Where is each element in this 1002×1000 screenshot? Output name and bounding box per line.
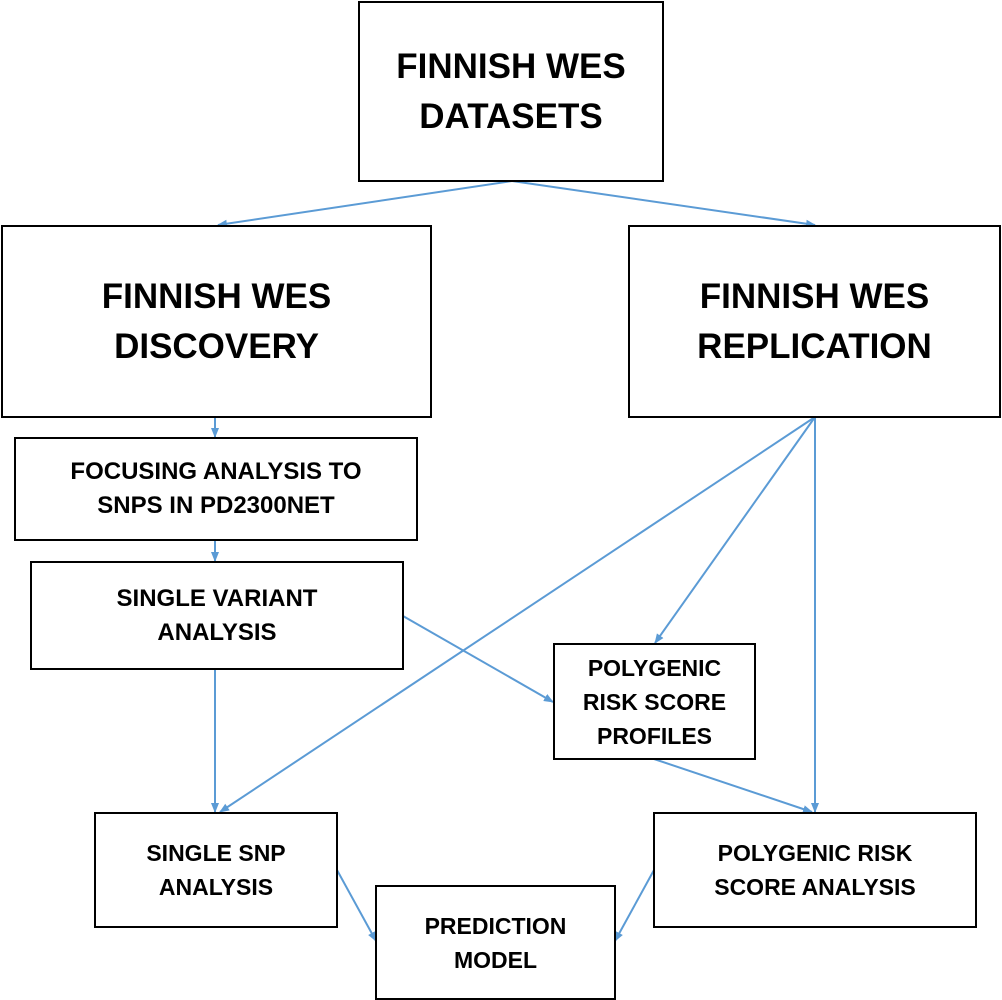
edge-datasets-to-replication xyxy=(511,180,816,228)
edge-replication-to-single-snp xyxy=(219,416,816,813)
edge-single-snp-to-prediction xyxy=(336,869,377,942)
edge-prs-analysis-to-prediction xyxy=(614,869,655,942)
node-label: PREDICTION MODEL xyxy=(424,912,567,973)
node-label: FINNISH WES DISCOVERY xyxy=(101,276,332,366)
edge-replication-to-prs-profiles xyxy=(654,416,816,644)
edge-prs-profiles-to-prs-analysis xyxy=(653,758,813,813)
node-single-variant-analysis: SINGLE VARIANT ANALYSIS xyxy=(30,561,404,670)
node-label: SINGLE VARIANT ANALYSIS xyxy=(116,584,318,646)
node-focusing-analysis: FOCUSING ANALYSIS TO SNPS IN PD2300NET xyxy=(14,437,418,541)
node-label: SINGLE SNP ANALYSIS xyxy=(146,840,286,900)
node-label: FINNISH WES DATASETS xyxy=(396,46,626,136)
node-label: POLYGENIC RISK SCORE ANALYSIS xyxy=(714,840,916,900)
node-label: POLYGENIC RISK SCORE PROFILES xyxy=(582,654,727,749)
node-finnish-wes-replication: FINNISH WES REPLICATION xyxy=(628,225,1001,418)
node-polygenic-risk-score-analysis: POLYGENIC RISK SCORE ANALYSIS xyxy=(653,812,977,928)
edge-single-variant-to-prs-profiles xyxy=(402,615,554,703)
node-finnish-wes-datasets: FINNISH WES DATASETS xyxy=(358,1,664,182)
node-prediction-model: PREDICTION MODEL xyxy=(375,885,616,1000)
node-label: FINNISH WES REPLICATION xyxy=(697,276,932,366)
node-single-snp-analysis: SINGLE SNP ANALYSIS xyxy=(94,812,338,928)
node-polygenic-risk-score-profiles: POLYGENIC RISK SCORE PROFILES xyxy=(553,643,756,760)
edge-datasets-to-discovery xyxy=(217,180,513,228)
node-finnish-wes-discovery: FINNISH WES DISCOVERY xyxy=(1,225,432,418)
node-label: FOCUSING ANALYSIS TO SNPS IN PD2300NET xyxy=(70,458,362,519)
